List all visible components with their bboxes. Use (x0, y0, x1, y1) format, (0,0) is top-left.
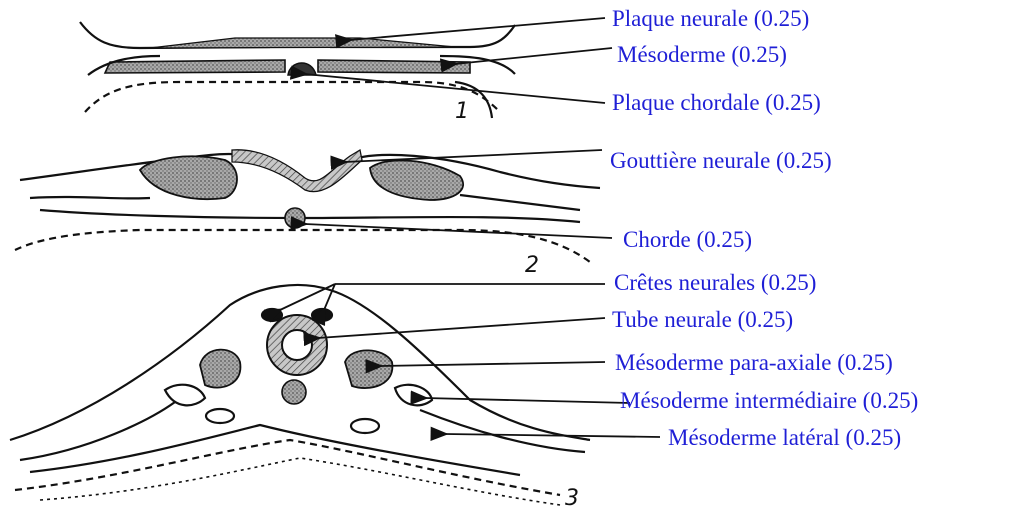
leader-tube-neurale (318, 318, 605, 338)
stage1-neural-plate (150, 38, 455, 48)
stage2-neural-groove (232, 150, 362, 192)
stage2-notochord (285, 208, 305, 228)
label-mesoderme-lateral: Mésoderme latéral (0.25) (668, 425, 901, 451)
leader-cretes-neurales-b (280, 284, 335, 310)
stage3-neural-crest-right (312, 309, 332, 321)
label-chorde: Chorde (0.25) (623, 227, 752, 253)
leader-lines (280, 18, 660, 437)
label-plaque-chordale: Plaque chordale (0.25) (612, 90, 821, 116)
stage3-paraxial-left (200, 350, 240, 388)
stage1-mesoderm-right (318, 60, 470, 73)
stage3-coelom-left (206, 409, 234, 423)
stage2-endoderm (15, 230, 590, 262)
leader-mesoderme (455, 48, 612, 64)
label-tube-neurale: Tube neurale (0.25) (612, 307, 793, 333)
stage3-coelom-right (351, 419, 379, 433)
stage2-mesoderm-left (140, 156, 237, 199)
stage1-mesoderm-left (105, 60, 285, 73)
stage2-mesoderm-right (370, 160, 463, 200)
stage3-paraxial-right (345, 350, 392, 388)
leader-mesoderme-intermediaire (425, 398, 630, 403)
stage3-neural-canal (282, 330, 312, 360)
stage-1-number: 1 (455, 99, 469, 124)
stage-2-number: 2 (525, 253, 539, 278)
label-cretes-neurales: Crêtes neurales (0.25) (614, 270, 816, 296)
leader-plaque-neurale (350, 18, 605, 40)
stage-1-section (80, 22, 515, 118)
leader-mesoderme-lateral (445, 434, 660, 437)
label-mesoderme-para-axiale: Mésoderme para-axiale (0.25) (615, 350, 893, 376)
stage-2-section (15, 150, 600, 262)
label-gouttiere-neurale: Gouttière neurale (0.25) (610, 148, 832, 174)
label-mesoderme: Mésoderme (0.25) (617, 42, 787, 68)
label-mesoderme-intermediaire: Mésoderme intermédiaire (0.25) (620, 388, 918, 414)
label-plaque-neurale: Plaque neurale (0.25) (612, 6, 809, 32)
stage3-notochord (282, 380, 306, 404)
leader-mesoderme-para-axiale (380, 362, 605, 366)
stage-3-number: 3 (565, 486, 579, 510)
stage3-neural-crest-left (262, 309, 282, 321)
stage-3-section (10, 285, 590, 505)
stage1-chordal-plate (288, 63, 316, 75)
